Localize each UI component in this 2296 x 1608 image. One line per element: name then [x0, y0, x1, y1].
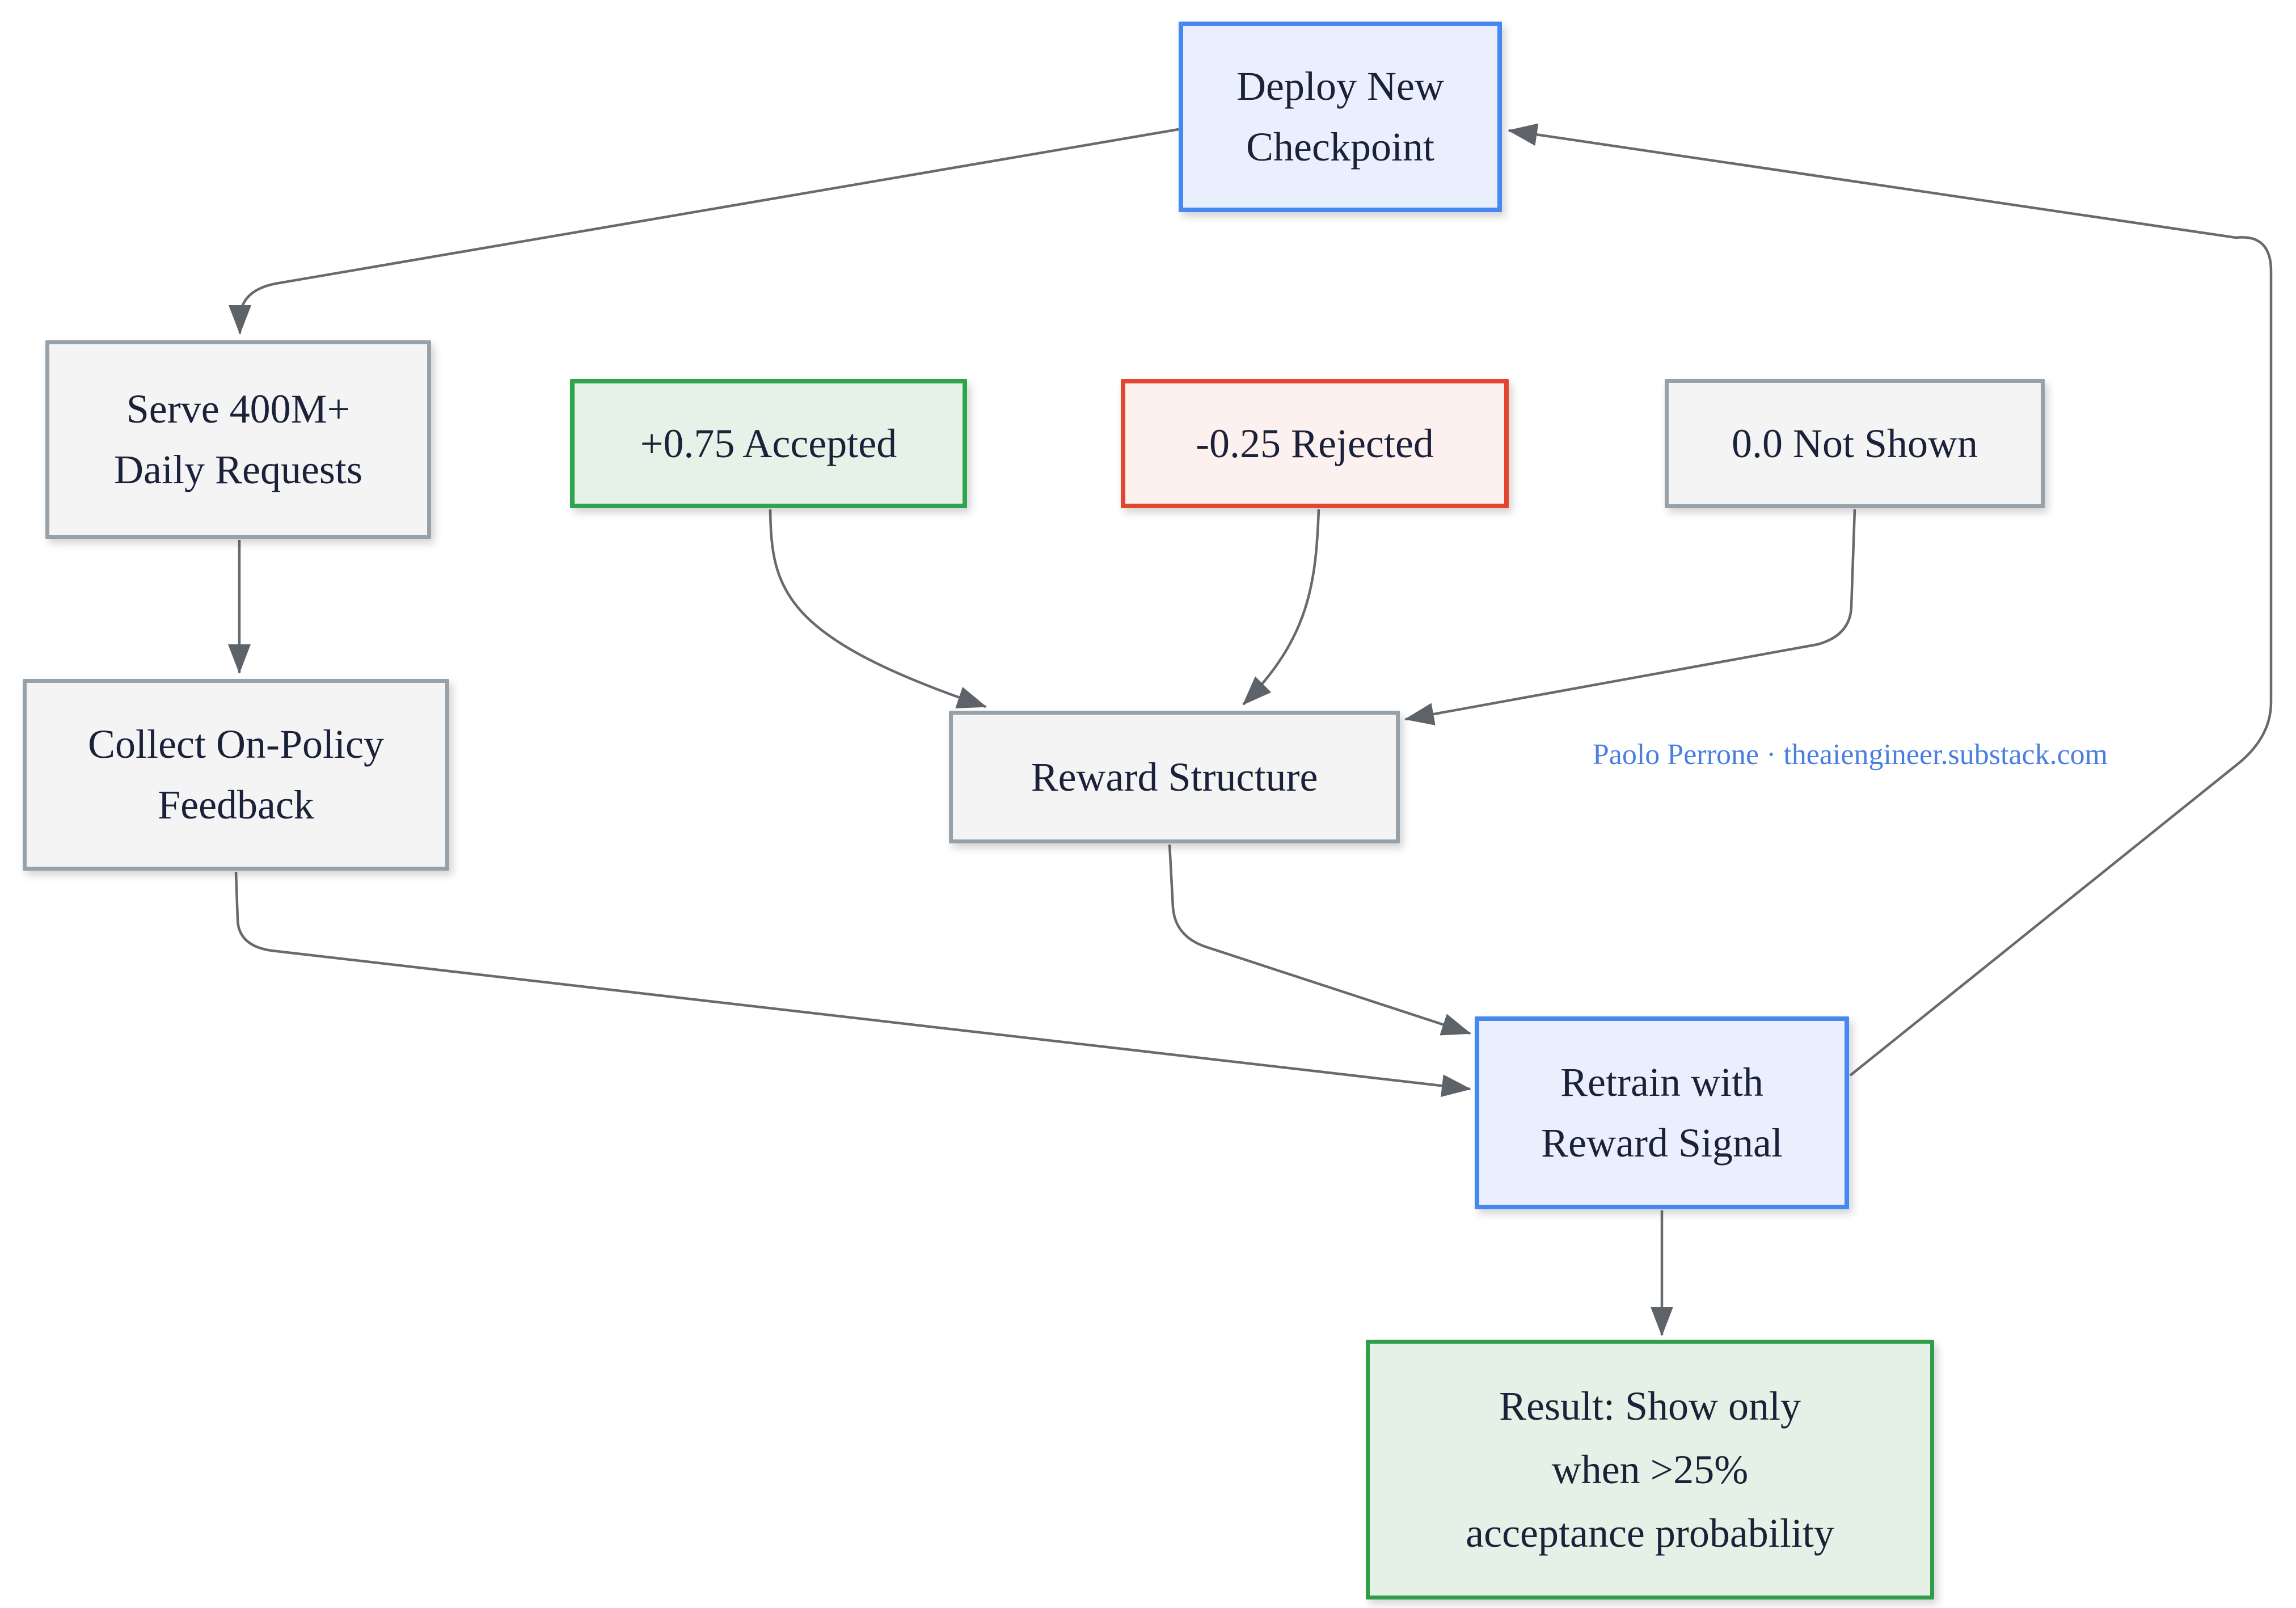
node-retrain-with-reward-signal: Retrain with Reward Signal — [1475, 1016, 1849, 1209]
node-label-line: Daily Requests — [114, 447, 362, 492]
node-collect-on-policy-feedback: Collect On-Policy Feedback — [23, 679, 449, 871]
edge-rejected-to-reward — [1242, 509, 1320, 706]
edge-reward-to-retrain — [1168, 844, 1471, 1036]
edge-accepted-to-reward — [769, 509, 987, 708]
node-not-shown-reward: 0.0 Not Shown — [1665, 379, 2045, 508]
edge-notshown-to-reward — [1404, 509, 1856, 725]
node-accepted-reward: +0.75 Accepted — [570, 379, 967, 508]
node-serve-daily-requests: Serve 400M+ Daily Requests — [45, 340, 431, 539]
node-deploy-new-checkpoint: Deploy New Checkpoint — [1179, 22, 1502, 212]
node-rejected-reward: -0.25 Rejected — [1121, 379, 1509, 508]
edge-collect-to-retrain — [234, 871, 1471, 1098]
edge-deploy-to-serve — [229, 128, 1179, 335]
node-label-line: when >25% — [1551, 1446, 1749, 1492]
attribution-text: Paolo Perrone · theaiengineer.substack.c… — [1592, 738, 2108, 771]
edge-retrain-to-deploy — [1508, 123, 2273, 1077]
node-label-line: Checkpoint — [1246, 124, 1434, 170]
node-label-line: Reward Structure — [1031, 754, 1318, 800]
node-label-line: +0.75 Accepted — [640, 420, 897, 466]
node-label-line: acceptance probability — [1466, 1510, 1834, 1556]
node-reward-structure: Reward Structure — [949, 711, 1400, 843]
node-label-line: 0.0 Not Shown — [1731, 420, 1978, 466]
node-label-line: Deploy New — [1236, 64, 1444, 109]
node-label-line: Feedback — [158, 782, 314, 828]
node-label-line: -0.25 Rejected — [1196, 420, 1434, 466]
node-label-line: Result: Show only — [1499, 1383, 1801, 1429]
node-label-line: Retrain with — [1560, 1060, 1763, 1105]
node-result-threshold: Result: Show only when >25% acceptance p… — [1366, 1340, 1934, 1599]
node-label-line: Serve 400M+ — [126, 386, 351, 432]
node-label-line: Collect On-Policy — [88, 721, 384, 767]
node-label-line: Reward Signal — [1541, 1120, 1783, 1166]
